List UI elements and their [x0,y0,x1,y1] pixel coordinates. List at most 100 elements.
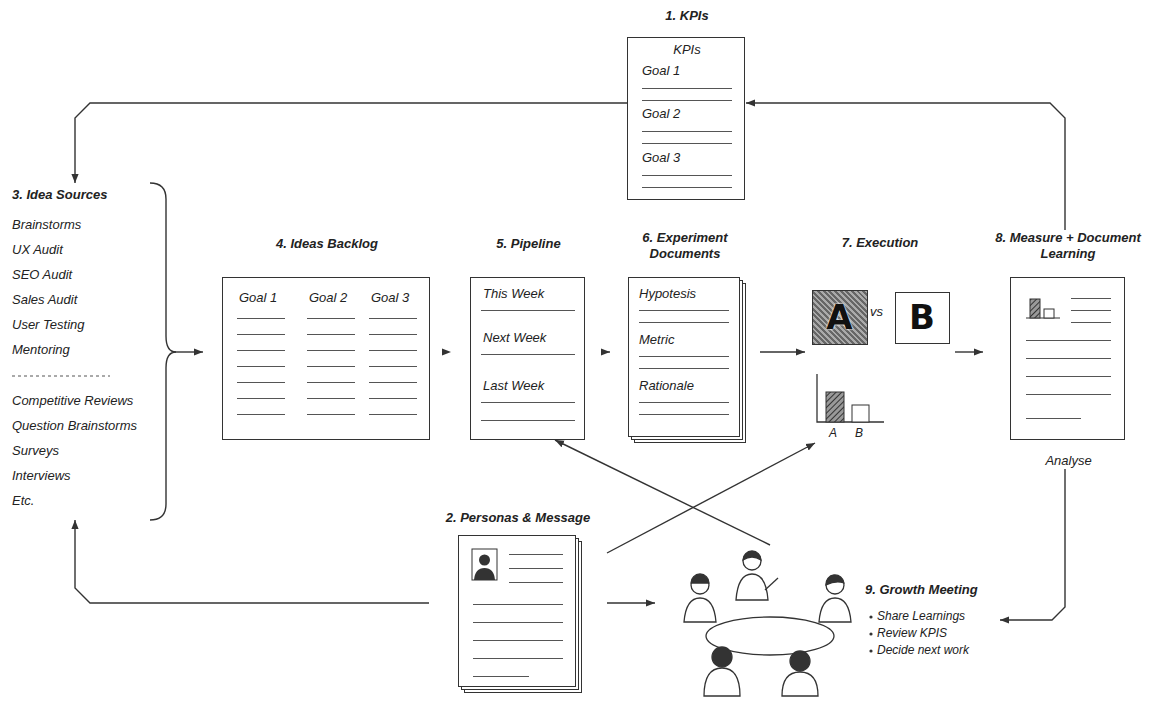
connector-arrow [75,103,627,183]
ruled-line [369,318,417,319]
node-text: Analyse [1011,453,1126,469]
idea-sources-list: 3. Idea SourcesBrainstorms UX AuditSEO Au… [8,183,174,520]
ruled-line [642,187,732,188]
ruled-line [639,356,729,357]
node-text: Interviews [12,468,71,484]
ruled-line [481,420,575,421]
node-text: Metric [639,332,674,348]
ruled-line [307,398,355,399]
ruled-line [237,366,285,367]
backlog-board: 4. Ideas BacklogGoal 1Goal 2Goal 3 [222,277,430,440]
bracket [150,183,176,520]
node-text: This Week [483,286,544,302]
node-text: Mentoring [12,342,70,358]
node-text: User Testing [12,317,85,333]
execution-group: 7. ExecutionAB [805,228,955,443]
node-text: Review KPIS [877,626,947,641]
ruled-line [639,402,729,403]
connector-arrow [760,351,805,352]
ruled-line [473,622,563,623]
node-text: Goal 2 [309,290,347,306]
variant-b-box: B [895,292,950,344]
ruled-line [473,658,563,659]
node-text: Surveys [12,443,59,459]
connector-arrow [75,520,429,603]
node-text: Question Brainstorms [12,418,137,434]
heading: 5. Pipeline [451,236,606,252]
ruled-line [1026,418,1081,419]
heading: 6. Experiment Documents [610,230,760,262]
ruled-line [307,414,355,415]
node-text: Etc. [12,493,34,509]
node-text: Goal 3 [371,290,409,306]
ruled-line [639,368,729,369]
ruled-line [237,318,285,319]
ruled-line [1026,376,1111,377]
node-text: Next Week [483,330,546,346]
ruled-line [509,554,563,555]
ruled-line [481,310,575,311]
measure-document: 8. Measure + Document LearningAnalyse [1010,277,1125,440]
label: vs [870,304,883,320]
ruled-line [639,322,729,323]
experiment-documents: 6. Experiment DocumentsHypotesisMetricRa… [628,277,740,437]
ruled-line [1026,358,1111,359]
ruled-line [642,131,732,132]
ruled-line [307,382,355,383]
ruled-line [237,334,285,335]
connector-arrow [607,443,815,553]
node-text: Goal 3 [642,150,680,166]
variant-a-box: A [812,290,868,345]
node-text: Hypotesis [639,286,696,302]
node-text: Competitive Reviews [12,393,133,409]
divider [12,376,110,377]
node-text: Last Week [483,378,544,394]
ruled-line [642,175,732,176]
heading: 2. Personas & Message [429,510,607,526]
heading: 3. Idea Sources [12,187,107,203]
ruled-line [307,366,355,367]
connector-arrow [606,351,610,352]
ruled-line [237,398,285,399]
ruled-line [369,414,417,415]
node-text: Decide next work [877,643,969,658]
node-text: Brainstorms [12,217,81,233]
kpi-document: 1. KPIsKPIsGoal 1Goal 2Goal 3 [627,37,745,200]
persona-documents: 2. Personas & Message [458,535,576,687]
label: B [855,426,863,441]
ruled-line [369,350,417,351]
connector-arrow [1000,469,1065,620]
node-text: Goal 2 [642,106,680,122]
ruled-line [1071,298,1111,299]
ruled-line [642,88,732,89]
heading: 7. Execution [805,235,955,251]
bullet-dots [869,615,872,652]
ruled-line [639,310,729,311]
pipeline-document: 5. PipelineThis WeekNext WeekLast Week [470,277,585,440]
node-text: SEO Audit [12,267,72,283]
node-text: UX Audit [12,242,63,258]
heading: 4. Ideas Backlog [203,236,451,252]
ruled-line [639,414,729,415]
connector-arrow [746,103,1065,230]
ruled-line [1071,322,1111,323]
node-text: Rationale [639,378,694,394]
ruled-line [237,350,285,351]
node-text: KPIs [628,42,746,58]
node-text: Goal 1 [642,63,680,79]
ruled-line [642,143,732,144]
heading: 1. KPIs [628,8,746,24]
ruled-line [369,334,417,335]
node-text: B [896,297,948,337]
ruled-line [509,568,563,569]
ruled-line [473,640,563,641]
heading: 8. Measure + Document Learning [983,230,1153,262]
node-text: Share Learnings [877,609,965,624]
connector-arrow [555,440,770,545]
ruled-line [369,382,417,383]
ruled-line [237,414,285,415]
connector-arrow [955,351,983,352]
ruled-line [481,354,575,355]
